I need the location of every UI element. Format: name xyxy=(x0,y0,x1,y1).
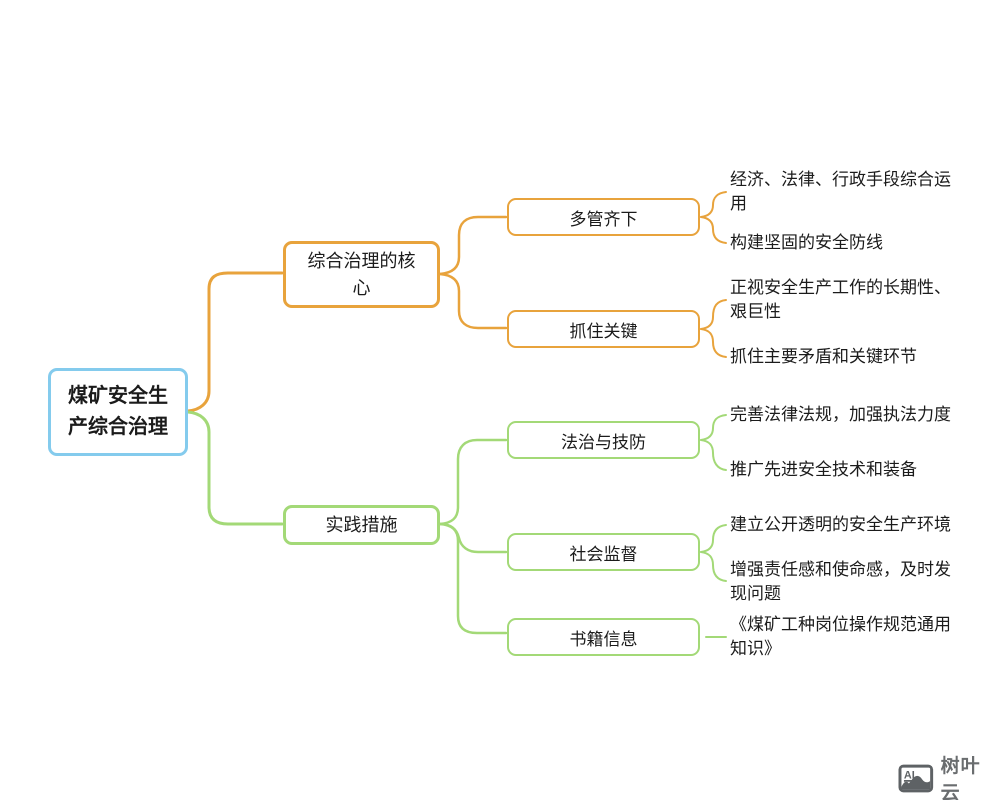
connector-law-leaf-1 xyxy=(700,414,727,441)
leaf-text: 《煤矿工种岗位操作规范通用知识》 xyxy=(730,615,951,658)
node-social-supervision[interactable]: 社会监督 xyxy=(507,533,700,571)
connector-key-leaf-1 xyxy=(700,299,727,330)
node-root[interactable]: 煤矿安全生产综合治理 xyxy=(48,368,188,456)
node-branch-core[interactable]: 综合治理的核心 xyxy=(283,241,440,308)
connector-law-leaf-2 xyxy=(700,439,727,471)
leaf-text: 正视安全生产工作的长期性、艰巨性 xyxy=(730,278,951,321)
connector-multi-leaf-1 xyxy=(700,191,727,218)
node-multi-approach[interactable]: 多管齐下 xyxy=(507,198,700,236)
connector-social-leaf-1 xyxy=(700,524,727,553)
connector-practice-to-book xyxy=(438,522,508,635)
leaf-text: 构建坚固的安全防线 xyxy=(730,233,883,252)
ai-image-icon: AI xyxy=(898,764,934,792)
node-law-tech[interactable]: 法治与技防 xyxy=(507,421,700,459)
connector-core-to-multi xyxy=(438,215,508,276)
leaf-text: 经济、法律、行政手段综合运用 xyxy=(730,170,951,213)
connector-multi-leaf-2 xyxy=(700,216,727,244)
leaf-text: 建立公开透明的安全生产环境 xyxy=(730,515,951,534)
connector-root-to-practice xyxy=(186,410,284,526)
node-branch-practice[interactable]: 实践措施 xyxy=(283,505,440,545)
node-grasp-key[interactable]: 抓住关键 xyxy=(507,310,700,348)
leaf-text: 增强责任感和使命感，及时发现问题 xyxy=(730,560,951,603)
connector-practice-to-law xyxy=(438,438,508,526)
connector-core-to-key xyxy=(438,272,508,330)
connector-practice-to-social xyxy=(438,522,508,554)
connector-key-leaf-2 xyxy=(700,328,727,358)
connector-social-leaf-2 xyxy=(700,551,727,582)
leaf-text: 推广先进安全技术和装备 xyxy=(730,460,917,479)
connector-root-to-core xyxy=(186,271,284,413)
watermark: AI 树叶云 xyxy=(898,751,1000,800)
ai-icon-text: AI xyxy=(904,769,915,781)
leaf-text: 抓住主要矛盾和关键环节 xyxy=(730,347,917,366)
leaf-text: 完善法律法规，加强执法力度 xyxy=(730,405,951,424)
node-book-info[interactable]: 书籍信息 xyxy=(507,618,700,656)
watermark-label: 树叶云 xyxy=(940,756,981,800)
